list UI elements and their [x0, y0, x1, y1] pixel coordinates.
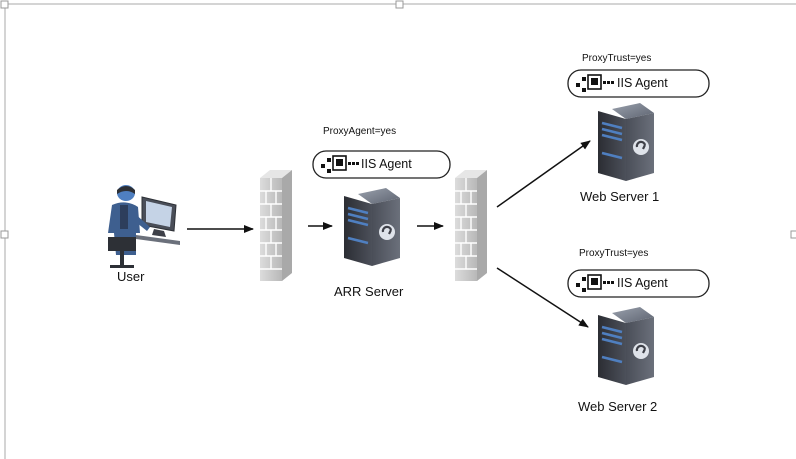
- web-server-2-icon: [596, 305, 656, 387]
- selection-handle-top-left[interactable]: [0, 0, 9, 9]
- web2-agent-property: ProxyTrust=yes: [579, 248, 649, 259]
- user-label: User: [117, 269, 145, 284]
- arr-agent-label: IIS Agent: [361, 157, 412, 171]
- selection-handle-left-middle[interactable]: [0, 230, 9, 239]
- selection-handle-right-middle[interactable]: [790, 230, 796, 239]
- selection-handle-top-middle[interactable]: [395, 0, 404, 9]
- web1-agent-pill: [567, 69, 710, 98]
- web2-agent-label: IIS Agent: [617, 276, 668, 290]
- web1-agent-property: ProxyTrust=yes: [582, 53, 652, 64]
- user-icon: [108, 185, 180, 268]
- web2-agent-pill: [567, 269, 710, 298]
- web-server-1-icon: [596, 101, 656, 183]
- web1-agent-label: IIS Agent: [617, 76, 668, 90]
- web-server-2-label: Web Server 2: [578, 399, 658, 414]
- arr-agent-pill: [312, 150, 451, 179]
- arr-server-label: ARR Server: [334, 284, 404, 299]
- firewall-icon-right: [454, 169, 488, 282]
- arrow-firewall-to-web1: [496, 140, 591, 208]
- arr-server-icon: [342, 186, 402, 268]
- arr-agent-property: ProxyAgent=yes: [323, 126, 397, 137]
- arrow-firewall-to-web2: [496, 267, 589, 328]
- web-server-1-label: Web Server 1: [580, 189, 660, 204]
- firewall-icon-left: [259, 169, 293, 282]
